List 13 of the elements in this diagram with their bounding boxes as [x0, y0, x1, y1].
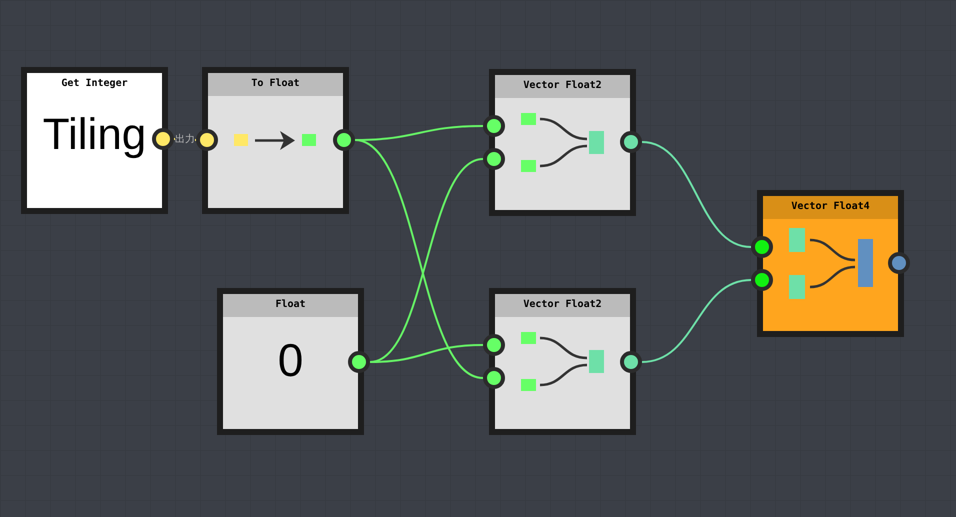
node-title: To Float	[251, 78, 300, 90]
edge-label: 出力	[175, 134, 195, 146]
node-title: Get Integer	[61, 78, 128, 90]
connector-line	[642, 279, 752, 363]
connector-line	[354, 139, 484, 379]
node-title: Vector Float4	[791, 201, 870, 213]
value-text: Tiling	[42, 113, 146, 157]
connector-line	[642, 141, 752, 248]
node-title: Vector Float2	[523, 299, 602, 311]
connector-line	[370, 344, 484, 363]
value-text: 0	[278, 337, 304, 383]
node-title: Float	[275, 299, 306, 311]
node-title: Vector Float2	[523, 80, 602, 92]
